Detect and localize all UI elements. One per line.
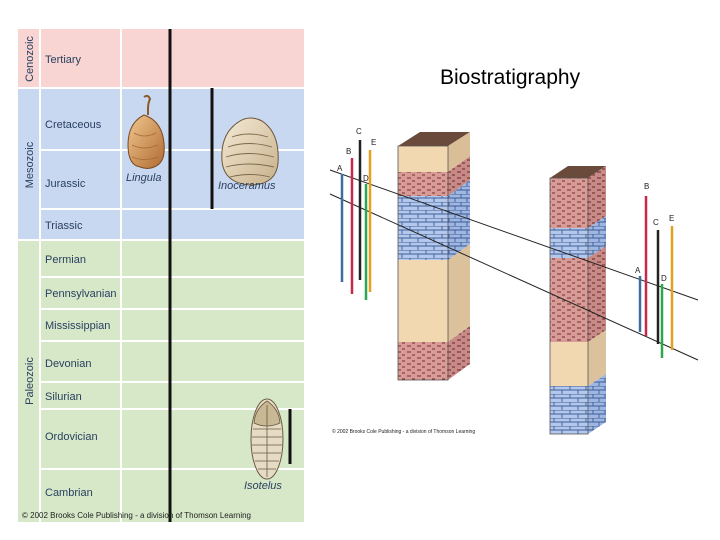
stratigraphic-column-2 [549, 166, 606, 435]
era-label-paleozoic: Paleozoic [24, 357, 36, 405]
period-label: Triassic [45, 220, 83, 232]
range-label-c2: C [653, 218, 659, 227]
period-label: Jurassic [45, 178, 86, 190]
slide-title: Biostratigraphy [440, 66, 581, 89]
isotelus-fossil-icon [250, 398, 284, 480]
right-copyright: © 2002 Brooks Cole Publishing - a divisi… [332, 428, 475, 435]
range-label-c1: D [363, 174, 369, 183]
fossil-name-lingula: Lingula [126, 172, 161, 184]
period-label: Devonian [45, 358, 91, 370]
correlation-line-lower [329, 193, 699, 361]
stratigraphic-columns-figure: C E B A D B C E A D © 2002 Brooks Cole P… [329, 127, 699, 435]
left-copyright: © 2002 Brooks Cole Publishing - a divisi… [22, 511, 251, 520]
fossil-name-inoceramus: Inoceramus [218, 180, 276, 192]
stratigraphic-column-1 [397, 132, 470, 381]
lingula-fossil-icon [127, 94, 165, 169]
range-label-c1: C [356, 127, 362, 136]
era-label-mesozoic: Mesozoic [24, 141, 36, 188]
range-label-c1: E [371, 138, 376, 147]
period-label: Silurian [45, 391, 82, 403]
range-label-c1: B [346, 147, 351, 156]
correlation-line-upper [329, 169, 699, 301]
geologic-time-chart: Cenozoic Mesozoic Paleozoic Tertiary Cre… [18, 29, 304, 522]
range-label-c2: D [661, 274, 667, 283]
fossil-name-isotelus: Isotelus [244, 480, 282, 492]
range-label-c1: A [337, 164, 343, 173]
era-label-cenozoic: Cenozoic [24, 36, 36, 82]
range-label-c2: E [669, 214, 674, 223]
era-band-cenozoic [18, 29, 304, 88]
inoceramus-fossil-icon [221, 117, 279, 186]
period-label: Tertiary [45, 54, 82, 66]
range-label-c2: A [635, 266, 641, 275]
range-label-c2: B [644, 182, 649, 191]
period-label: Pennsylvanian [45, 288, 117, 300]
period-label: Ordovician [45, 431, 98, 443]
period-label: Mississippian [45, 320, 110, 332]
period-label: Permian [45, 254, 86, 266]
period-label: Cretaceous [45, 119, 102, 131]
period-label: Cambrian [45, 487, 93, 499]
